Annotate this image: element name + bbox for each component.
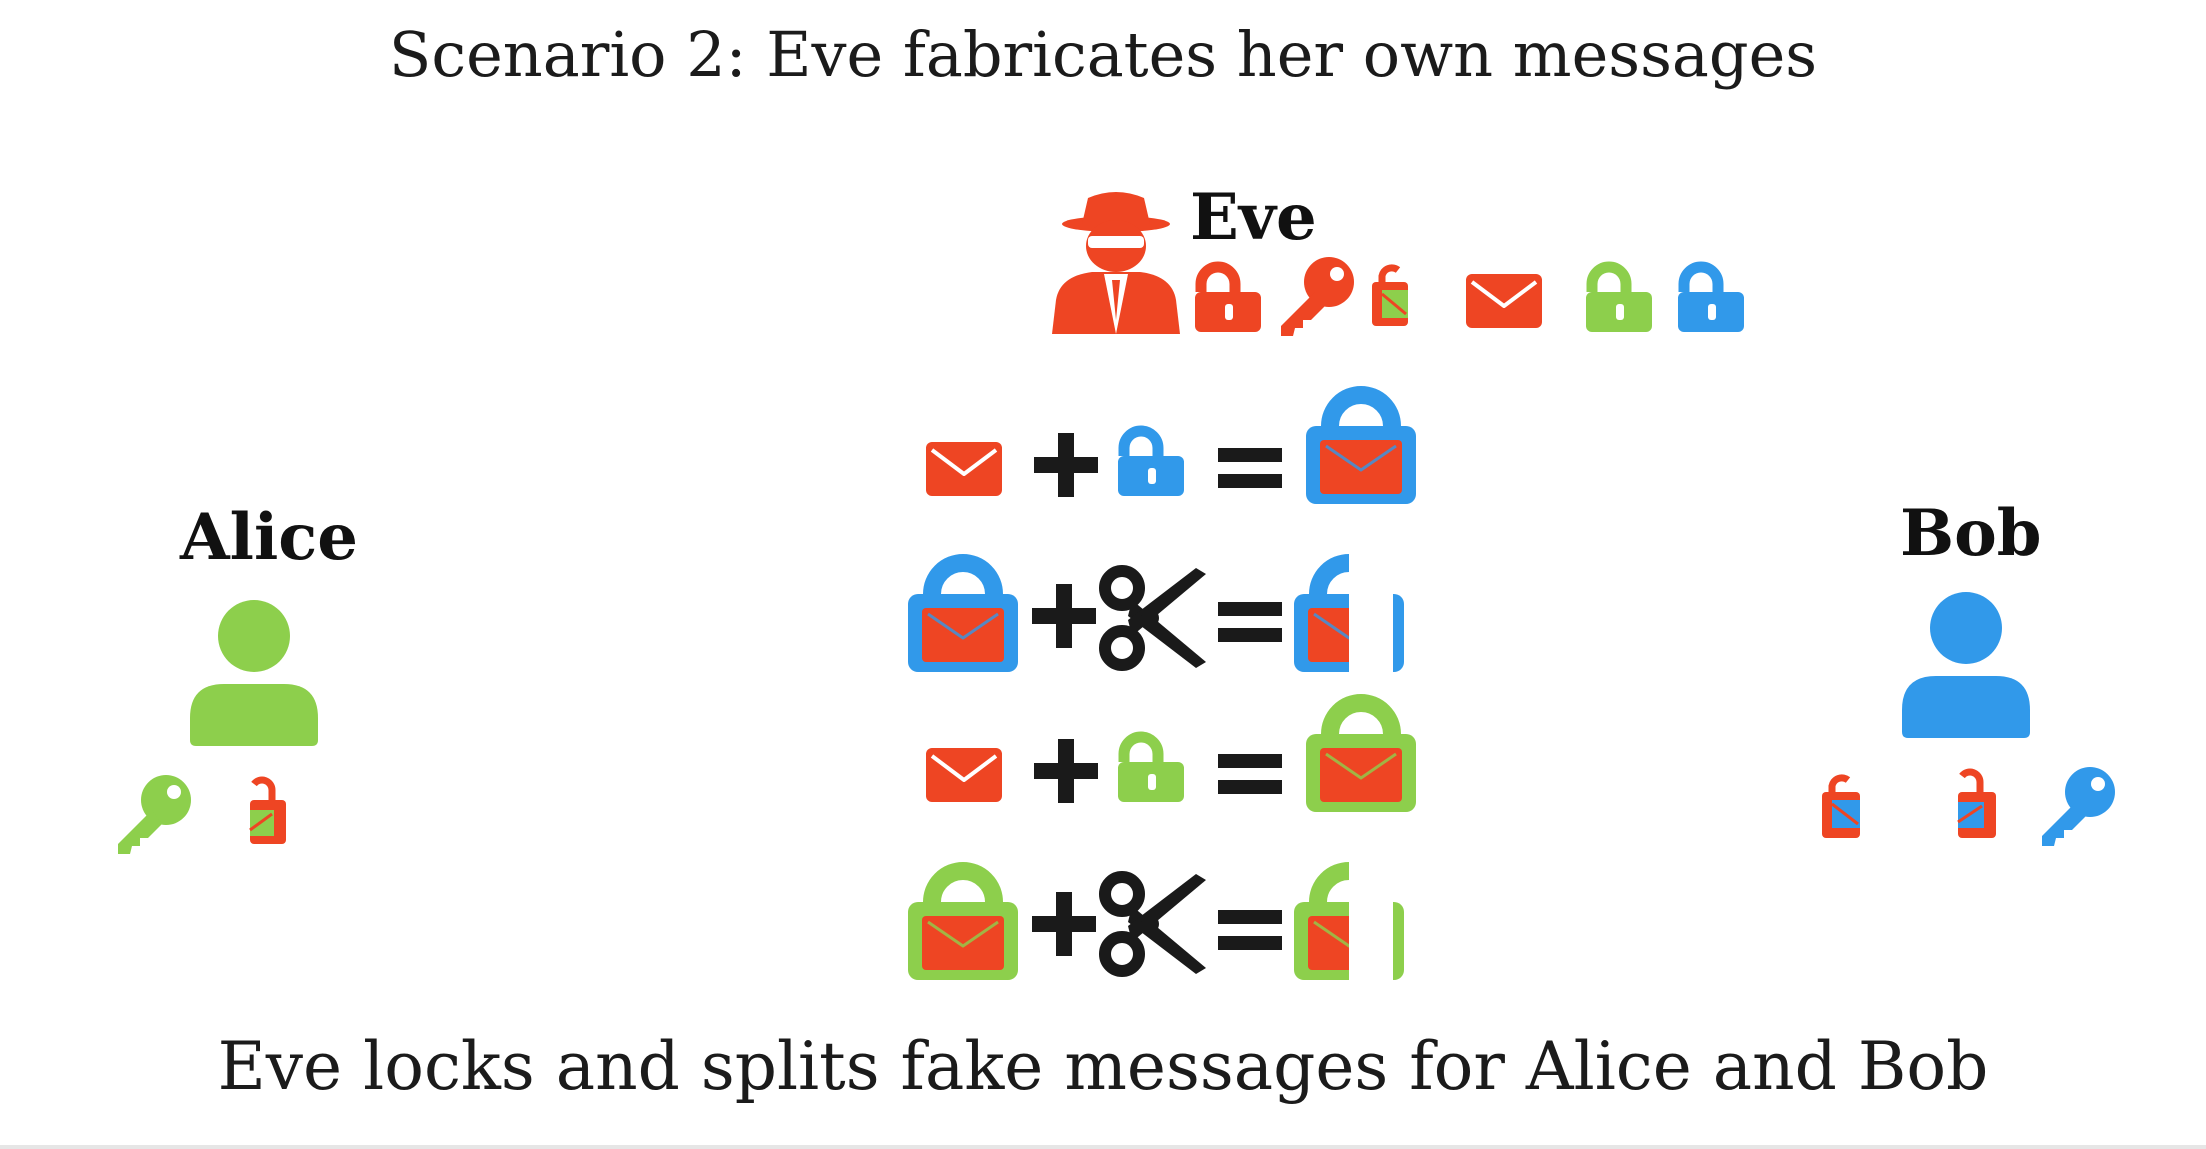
blue-open-padlock-icon (1118, 431, 1184, 496)
blue-locked-envelope-icon (1306, 395, 1416, 504)
equation-4 (908, 848, 1404, 988)
red-envelope-icon (924, 440, 1004, 498)
spy-icon (1052, 192, 1180, 334)
equation-1 (924, 395, 1416, 504)
red-half-padlock-icon (1957, 768, 1996, 838)
plus-sign (1034, 433, 1098, 497)
diagram-caption: Eve locks and splits fake messages for A… (217, 1028, 1989, 1105)
plus-sign (1034, 739, 1098, 803)
blue-split-locked-envelope-icon (1294, 540, 1404, 680)
scissors-icon (1105, 568, 1206, 668)
alice-label: Alice (180, 500, 358, 575)
green-open-padlock-icon (1586, 267, 1652, 332)
plus-sign (1032, 892, 1096, 956)
equation-2 (908, 540, 1404, 680)
red-envelope-icon (1464, 272, 1544, 330)
scissors-icon (1105, 874, 1206, 974)
alice-person-icon (190, 600, 318, 746)
blue-open-padlock-icon (1678, 267, 1744, 332)
equals-sign (1218, 448, 1282, 488)
red-half-padlock-icon (249, 776, 286, 844)
red-half-padlock-icon (1372, 264, 1408, 326)
blue-locked-envelope-icon (908, 563, 1018, 672)
bottom-divider (0, 1145, 2206, 1149)
blue-key-icon (2042, 767, 2115, 846)
red-open-padlock-icon (1195, 267, 1261, 332)
green-key-icon (118, 775, 191, 854)
equals-sign (1218, 910, 1282, 950)
equals-sign (1218, 602, 1282, 642)
red-key-icon (1281, 257, 1354, 336)
green-open-padlock-icon (1118, 737, 1184, 802)
red-half-padlock-icon (1822, 774, 1860, 838)
red-envelope-icon (924, 746, 1004, 804)
plus-sign (1032, 584, 1096, 648)
equation-3 (924, 703, 1416, 812)
eve-label: Eve (1190, 180, 1317, 255)
green-split-locked-envelope-icon (1294, 848, 1404, 988)
green-locked-envelope-icon (1306, 703, 1416, 812)
green-locked-envelope-icon (908, 871, 1018, 980)
bob-label: Bob (1900, 496, 2042, 571)
diagram-title: Scenario 2: Eve fabricates her own messa… (388, 18, 1818, 91)
bob-person-icon (1902, 592, 2030, 738)
equals-sign (1218, 754, 1282, 794)
